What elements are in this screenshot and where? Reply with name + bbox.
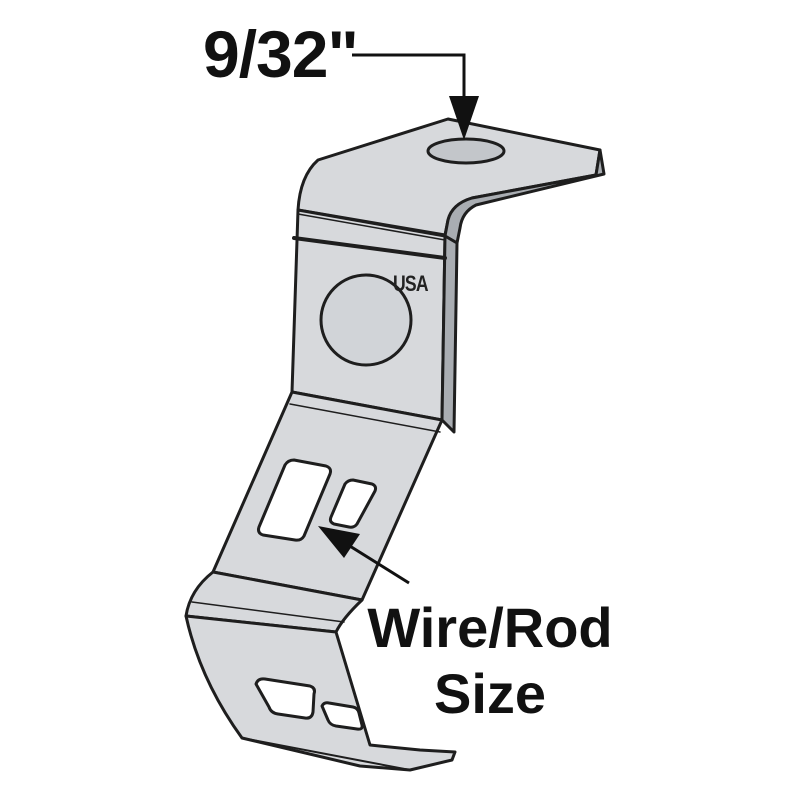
body-seam [292,236,447,260]
bottom-tab [184,614,457,772]
hole-arrow-head [449,96,479,140]
wire-rod-size-label-line1: Wire/Rod [367,596,613,659]
hole-size-label: 9/32" [203,17,359,91]
embossed-circle [319,273,413,367]
mounting-hole [426,137,506,165]
upper-body-edge [440,234,459,434]
usa-stamp: USA [393,271,429,296]
bottom-small-slot [320,701,364,731]
wire-arrow-head [318,526,360,558]
hanger-bracket [184,117,606,772]
hole-size-leader [352,53,466,100]
lower-body [211,390,444,602]
bottom-large-slot [254,677,316,720]
wire-rod-size-label-line2: Size [433,662,547,725]
small-slot [328,478,378,529]
wire-size-leader [344,541,410,585]
large-slot [257,458,332,542]
